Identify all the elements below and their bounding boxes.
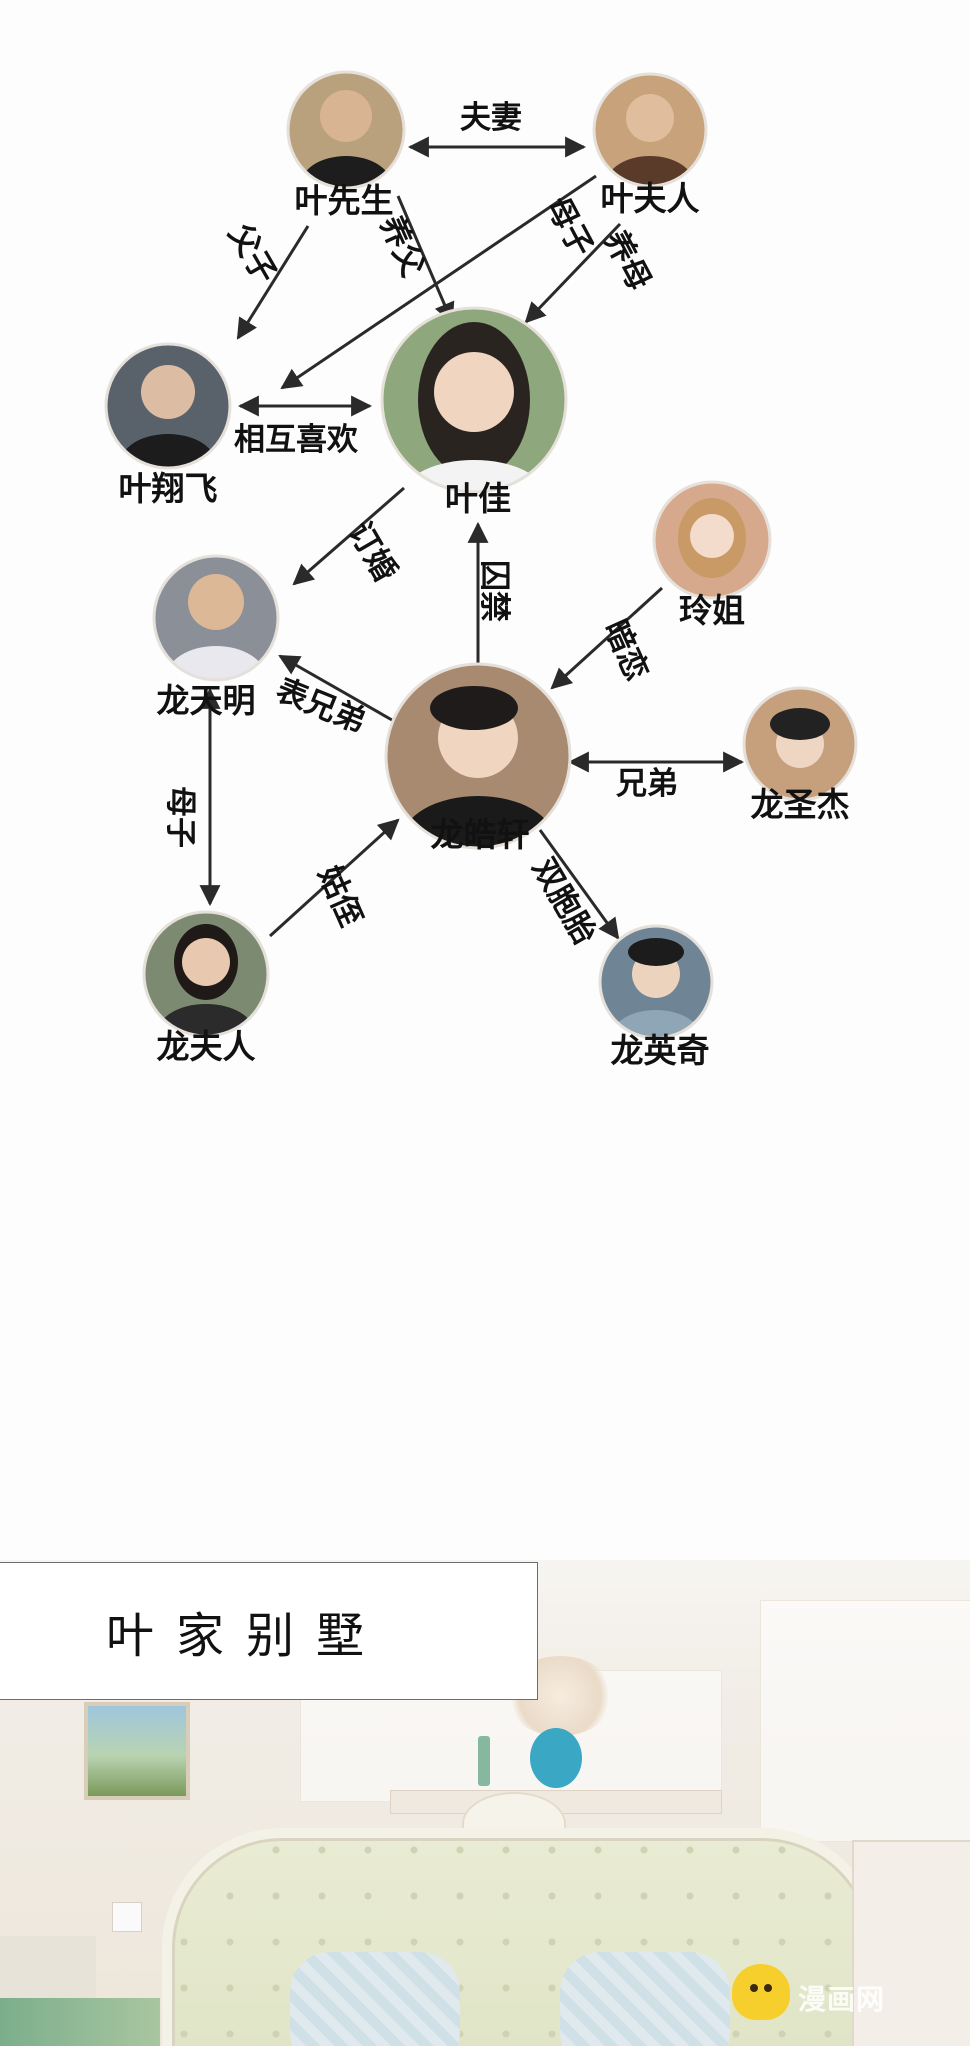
node-label-long-yingqi: 龙英奇 [611,1031,710,1070]
avatars [104,70,858,1040]
edge-muzi-ye [280,174,597,390]
node-label-ye-jia: 叶佳 [445,479,511,518]
avatar-long-furen [144,912,268,1036]
avatar-ye-xiangfei [106,344,230,468]
avatar-long-haoxuan [386,664,570,848]
edge-label-yangfu: 养父 [373,211,431,282]
location-caption: 叶家别墅 [0,1562,538,1700]
edges [199,136,745,940]
edge-label-anlian: 暗恋 [597,615,655,686]
pillow [560,1952,730,2046]
avatar-ye-jia [382,308,566,492]
avatar-long-shengjie [744,688,856,800]
avatar-long-tianming [154,556,278,680]
location-title: 叶家别墅 [106,1608,387,1664]
edge-label-qiujin: 囚禁 [476,560,512,622]
watermark: 漫画网 [798,1983,886,2016]
wall-switch [112,1902,142,1932]
node-label-ye-xiangfei: 叶翔飞 [119,469,218,508]
node-label-long-haoxuan: 龙皓轩 [431,815,530,854]
pillow [290,1952,460,2046]
edge-label-biaoxiongdi: 表兄弟 [271,672,371,740]
node-labels: 叶先生 叶夫人 叶翔飞 叶佳 玲姐 龙天明 龙皓轩 龙圣杰 龙夫人 龙英奇 [119,179,850,1070]
edge-shuangbaotai [538,829,620,940]
edge-anlian [550,586,664,690]
vase [530,1728,582,1788]
mascot-logo-icon [732,1964,790,2020]
edge-guzhi [268,818,400,938]
node-label-ye-xiansheng: 叶先生 [295,181,394,220]
edge-fuzi [236,225,310,340]
edge-label-xianghu-xihuan: 相互喜欢 [234,422,359,458]
edge-label-muzi-long: 母子 [162,786,198,848]
edge-label-dinghun: 订婚 [341,516,403,588]
edge-yangfu [396,195,455,324]
edge-biaoxiongdi [278,654,393,722]
nightstand [852,1840,970,2046]
node-label-ye-furen: 叶夫人 [601,179,700,218]
edge-label-guzhi: 姑侄 [311,861,369,932]
edge-label-xiongdi: 兄弟 [616,766,678,802]
node-label-long-tianming: 龙天明 [157,681,256,720]
edge-label-muzi-ye: 母子 [539,191,600,263]
bottle [478,1736,490,1786]
relationship-diagram: 叶先生 叶夫人 叶翔飞 叶佳 玲姐 龙天明 龙皓轩 龙圣杰 龙夫人 龙英奇 夫妻… [104,70,858,1070]
edge-yangmu [524,222,622,324]
node-label-long-shengjie: 龙圣杰 [751,785,850,824]
floor-rug [0,1998,160,2046]
node-label-long-furen: 龙夫人 [157,1027,256,1066]
wall-painting [84,1702,190,1800]
avatar-long-yingqi [600,926,712,1038]
edge-label-yangmu: 养母 [597,225,658,297]
avatar-ling-jie [654,482,770,598]
node-label-ling-jie: 玲姐 [679,591,745,630]
avatar-ye-xiansheng [288,72,404,188]
edge-dinghun [292,486,405,586]
edge-label-fuqi: 夫妻 [460,100,522,136]
avatar-ye-furen [594,74,706,186]
